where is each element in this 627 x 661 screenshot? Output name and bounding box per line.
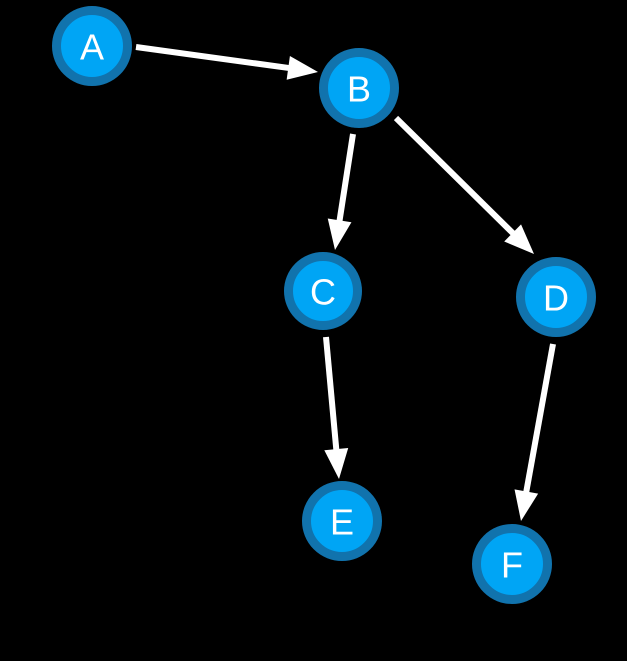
node-ring [284, 252, 362, 330]
edge-line [522, 343, 556, 495]
graph-node-b[interactable]: B [319, 48, 399, 128]
node-ring [302, 481, 382, 561]
node-label-b: B [347, 69, 371, 110]
node-label-d: D [543, 278, 569, 319]
edge-b-to-c[interactable] [327, 133, 356, 250]
graph-node-e[interactable]: E [302, 481, 382, 561]
graph-node-c[interactable]: C [284, 252, 362, 330]
edge-a-to-b[interactable] [135, 44, 318, 80]
arrowhead-icon [324, 448, 349, 479]
edges-layer [135, 44, 556, 521]
node-label-f: F [501, 545, 523, 586]
graph-node-a[interactable]: A [52, 6, 132, 86]
edge-line [336, 133, 356, 224]
edge-b-to-d[interactable] [393, 115, 534, 254]
node-label-e: E [330, 502, 354, 543]
nodes-layer: A B C D E F [52, 6, 596, 604]
arrowhead-icon [327, 218, 352, 250]
node-label-c: C [310, 272, 336, 313]
edge-c-to-e[interactable] [323, 336, 349, 479]
node-ring [516, 257, 596, 337]
node-ring [52, 6, 132, 86]
edge-line [135, 44, 292, 72]
arrowhead-icon [286, 56, 318, 80]
node-ring [472, 524, 552, 604]
graph-node-d[interactable]: D [516, 257, 596, 337]
node-ring [319, 48, 399, 128]
arrowhead-icon [514, 489, 539, 521]
edge-line [393, 115, 517, 238]
edge-d-to-f[interactable] [514, 343, 556, 521]
node-label-a: A [80, 27, 104, 68]
edge-line [323, 336, 340, 453]
graph-node-f[interactable]: F [472, 524, 552, 604]
arrowhead-icon [504, 224, 534, 254]
